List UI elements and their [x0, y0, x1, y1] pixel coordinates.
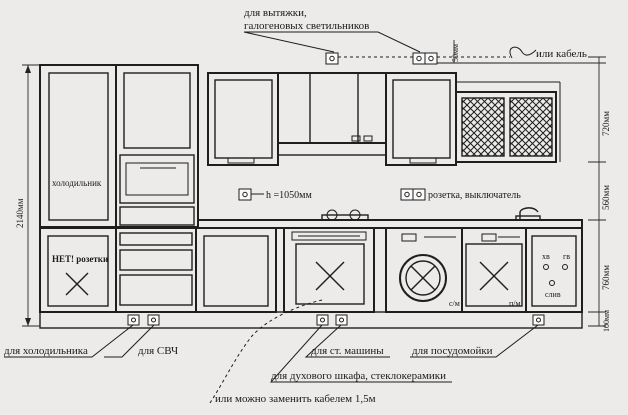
hood	[277, 72, 387, 156]
cold-water-label: хв	[542, 252, 550, 261]
fridge-label: холодильник	[52, 178, 102, 188]
socket-switch-label: розетка, выключатель	[428, 190, 521, 201]
hood-label-line2: галогеновых светильников	[244, 20, 369, 32]
microwave-socket	[147, 314, 160, 326]
dishwasher-cabinet: п/м	[461, 227, 527, 313]
hood-gap-dim: 50мм	[451, 44, 460, 62]
cable-leader	[509, 46, 537, 59]
dimension-total: 2140мм	[15, 64, 40, 327]
backsplash-socket-2	[400, 188, 414, 201]
washer-cabinet: с/м	[385, 227, 463, 313]
countertop	[197, 219, 583, 229]
hood-socket-1	[325, 52, 339, 65]
dishwasher-leader	[410, 324, 539, 358]
dimension-chain-right: 50мм 720мм 560мм 760мм 100мм	[451, 40, 611, 332]
glass-lattice	[462, 98, 552, 156]
for-microwave-label: для СВЧ	[138, 345, 178, 357]
upper-dim: 720мм	[601, 111, 611, 136]
for-dishwasher-label: для посудомойки	[412, 345, 493, 357]
replace-cable-label: или можно заменить кабелем 1,5м	[215, 393, 376, 405]
total-height-label: 2140мм	[15, 198, 25, 228]
cable-dashed-leader	[209, 299, 323, 404]
no-socket-label: НЕТ! розетки	[52, 254, 108, 264]
hood-leader-2	[377, 31, 421, 53]
microwave-leader	[104, 324, 155, 358]
hood-socket-2	[412, 52, 426, 65]
hot-water-label: гв	[563, 252, 570, 261]
washer-sm-label: с/м	[449, 299, 460, 308]
lower-cabinet-plain	[195, 227, 277, 313]
lower-dim: 760мм	[601, 265, 611, 290]
hood-label-line1: для вытяжки,	[244, 7, 307, 19]
plinth-dim: 100мм	[602, 310, 611, 332]
washer-leader	[304, 324, 390, 358]
upper-cabinet-1	[207, 72, 279, 166]
hood-leader-1	[243, 31, 335, 53]
sink-cabinet: хв гв слив	[525, 227, 583, 313]
plinth	[39, 311, 583, 329]
sink-faucet	[515, 207, 541, 221]
drain-label: слив	[545, 290, 561, 299]
oven-socket	[316, 314, 329, 326]
dishwasher-socket	[532, 314, 545, 326]
fridge-socket	[127, 314, 140, 326]
lower-cabinet-fridge: НЕТ! розетки	[39, 227, 117, 313]
for-washer-label: для ст. машины	[311, 345, 384, 357]
tall-cabinet-left: холодильник	[39, 64, 117, 228]
upper-cabinet-2	[385, 72, 457, 166]
hood-socket-3	[424, 52, 438, 65]
for-fridge-label: для холодильника	[4, 345, 88, 357]
fridge-leader	[4, 324, 134, 358]
upper-cabinet-glass	[455, 81, 561, 163]
height-mark: h =1050мм	[266, 190, 312, 201]
cooktop-burners	[321, 209, 369, 221]
backsplash-socket-3	[412, 188, 426, 201]
washer-socket	[335, 314, 348, 326]
backsplash-dim: 560мм	[601, 185, 611, 210]
or-cable-label: или кабель	[536, 48, 587, 60]
oven-leader	[269, 324, 452, 383]
dishwasher-pm-label: п/м	[509, 299, 521, 308]
tall-cabinet-right	[115, 64, 199, 228]
lower-cabinet-drawers	[115, 227, 197, 313]
backsplash-socket-1	[238, 188, 252, 201]
oven-cabinet	[283, 227, 375, 313]
for-oven-label: для духового шкафа, стеклокерамики	[271, 370, 446, 382]
